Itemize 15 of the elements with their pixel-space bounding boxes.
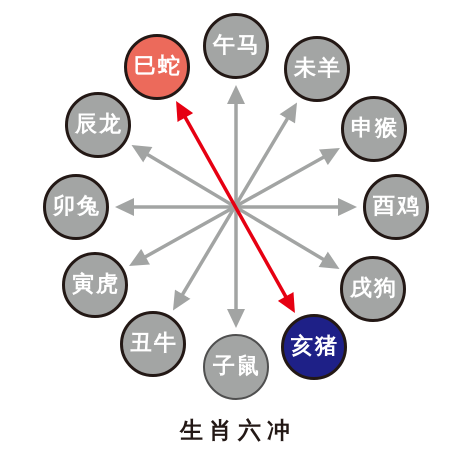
node-label: 丑牛 (129, 333, 178, 355)
node-label: 寅虎 (71, 274, 120, 296)
node-label: 戌狗 (348, 278, 398, 300)
node-label: 亥猪 (290, 336, 339, 358)
node-label: 酉鸡 (372, 196, 421, 218)
diagram-title: 生肖六冲 (178, 419, 296, 444)
node-label: 申猴 (350, 118, 399, 140)
node-label: 未羊 (292, 58, 342, 80)
double-headed-arrow (227, 85, 245, 328)
node-label: 巳蛇 (133, 56, 182, 78)
double-headed-arrow (115, 198, 357, 216)
node-label: 午马 (212, 35, 261, 57)
node-label: 子鼠 (212, 356, 261, 378)
node-label: 卯兔 (52, 196, 101, 218)
node-label: 辰龙 (74, 114, 123, 136)
